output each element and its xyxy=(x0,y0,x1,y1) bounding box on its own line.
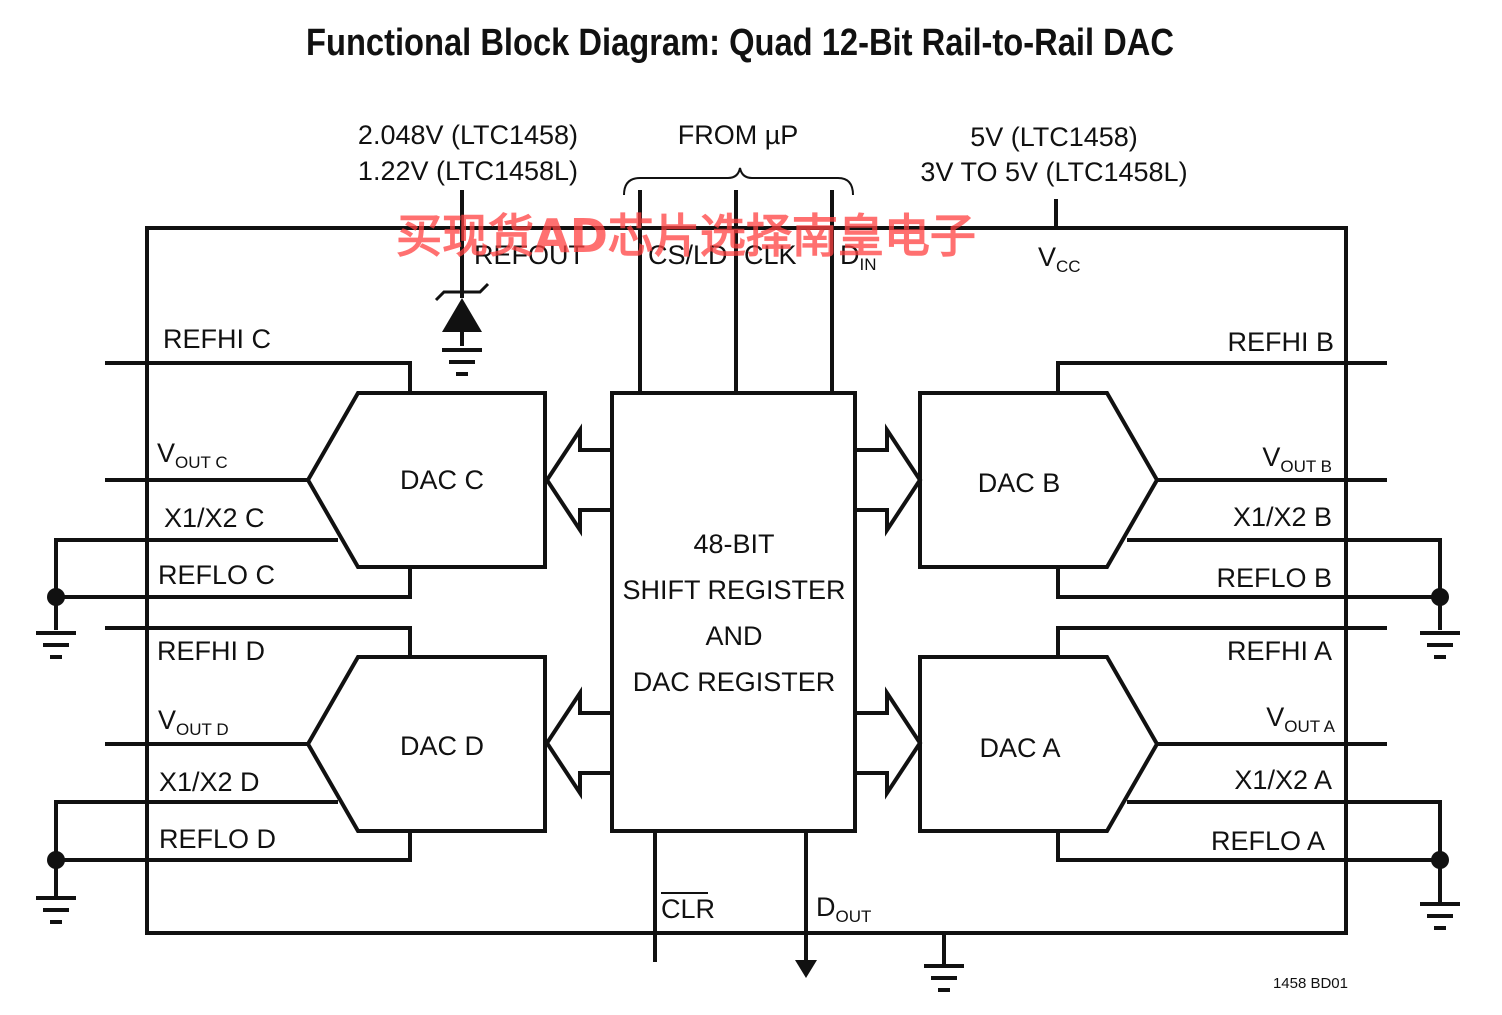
clk-label: CLK xyxy=(744,240,797,270)
chip-outline xyxy=(145,226,1348,935)
dout-label: DOUT xyxy=(816,892,871,926)
watermark: 买现货AD芯片选择南皇电子 xyxy=(396,209,976,263)
dac-a-label: DAC A xyxy=(979,733,1060,763)
figure-id: 1458 BD01 xyxy=(1273,975,1348,992)
shift-register-block xyxy=(610,391,857,833)
center-line-4: DAC REGISTER xyxy=(633,667,836,697)
ground-icon xyxy=(1420,631,1460,659)
bus-arrow-b xyxy=(855,423,923,537)
from-up-label: FROM µP xyxy=(678,120,799,150)
x1x2-a-label: X1/X2 A xyxy=(1234,765,1332,795)
x1x2-d-label: X1/X2 D xyxy=(159,767,260,797)
ground-icon xyxy=(36,631,76,659)
zener-diode-icon xyxy=(442,298,482,332)
dac-c-label: DAC C xyxy=(400,465,484,495)
dac-d-label: DAC D xyxy=(400,731,484,761)
ground-icon xyxy=(924,964,964,992)
din-label: DIN xyxy=(840,240,877,274)
bus-arrow-a xyxy=(855,686,923,800)
ref-supply-line1: 2.048V (LTC1458) xyxy=(358,120,578,150)
vout-a-label: VOUT A xyxy=(1266,702,1335,736)
dac-d-block xyxy=(305,655,547,833)
dac-b-block xyxy=(918,391,1160,569)
dac-b-label: DAC B xyxy=(978,468,1061,498)
reflo-d-label: REFLO D xyxy=(159,824,276,854)
reflo-a-label: REFLO A xyxy=(1211,826,1325,856)
refhi-b-label: REFHI B xyxy=(1227,327,1334,357)
dac-a-block xyxy=(918,655,1160,833)
reflo-c-label: REFLO C xyxy=(158,560,275,590)
center-line-2: SHIFT REGISTER xyxy=(622,575,845,605)
x1x2-b-label: X1/X2 B xyxy=(1233,502,1332,532)
refhi-a-label: REFHI A xyxy=(1227,636,1332,666)
from-up-brace xyxy=(623,167,854,196)
vcc-label: VCC xyxy=(1038,242,1081,276)
refhi-d-label: REFHI D xyxy=(157,636,265,666)
vout-b-label: VOUT B xyxy=(1262,442,1332,476)
ground-icon xyxy=(1420,902,1460,930)
bus-arrow-c xyxy=(544,423,612,537)
vcc-supply-line1: 5V (LTC1458) xyxy=(970,122,1138,152)
diagram-title: Functional Block Diagram: Quad 12-Bit Ra… xyxy=(306,22,1174,64)
vout-d-label: VOUT D xyxy=(158,705,229,739)
clr-label: CLR xyxy=(661,894,715,924)
bus-arrow-d xyxy=(544,686,612,800)
vcc-supply-line2: 3V TO 5V (LTC1458L) xyxy=(920,157,1187,187)
ground-icon xyxy=(36,896,76,924)
ref-supply-line2: 1.22V (LTC1458L) xyxy=(358,156,578,186)
refout-label: REFOUT xyxy=(474,240,585,270)
vout-c-label: VOUT C xyxy=(157,438,228,472)
cs-ld-label: CS/LD xyxy=(648,240,728,270)
dout-arrow-icon xyxy=(795,960,817,978)
dac-c-block xyxy=(305,391,547,569)
center-line-3: AND xyxy=(705,621,762,651)
ground-icon xyxy=(442,348,482,376)
center-line-1: 48-BIT xyxy=(693,529,774,559)
refhi-c-label: REFHI C xyxy=(163,324,271,354)
x1x2-c-label: X1/X2 C xyxy=(164,503,265,533)
zener-bar xyxy=(434,282,490,302)
reflo-b-label: REFLO B xyxy=(1216,563,1332,593)
